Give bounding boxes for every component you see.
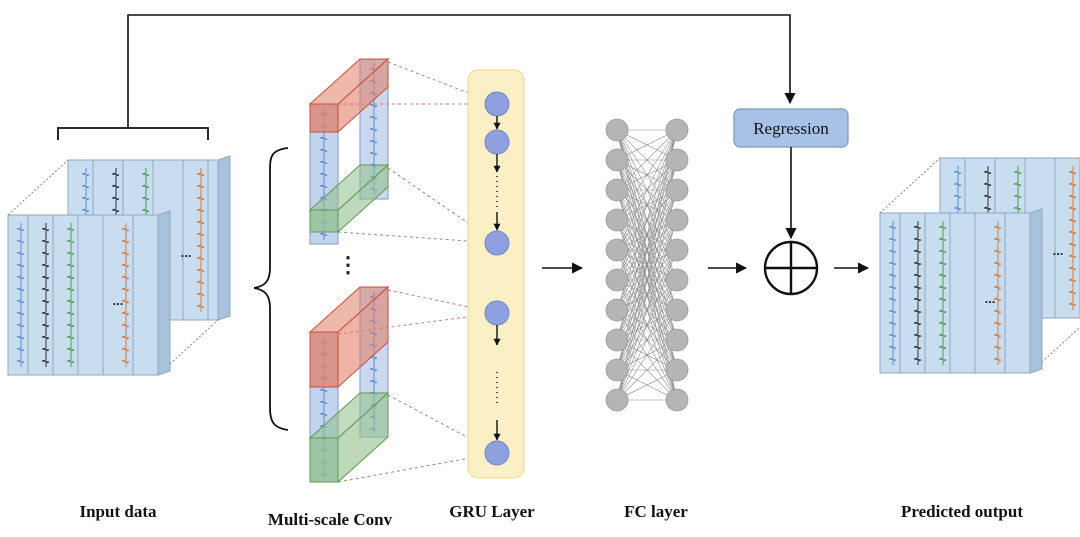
- panel-side: [157, 210, 171, 376]
- fc-node: [605, 358, 629, 382]
- fc-node: [665, 148, 689, 172]
- curly-brace: [253, 147, 289, 431]
- fc-node: [665, 268, 689, 292]
- depth-line: [7, 159, 69, 216]
- signal-trace: [66, 223, 75, 367]
- fc-edge: [616, 339, 678, 401]
- panel-ellipsis: ...: [985, 291, 996, 306]
- fc-edge: [616, 129, 678, 401]
- label-multi-scale-conv: Multi-scale Conv: [268, 510, 393, 529]
- label-gru-layer: GRU Layer: [449, 502, 535, 521]
- signal-trace: [993, 221, 1002, 365]
- signal-trace: [938, 221, 947, 365]
- panel-side: [217, 155, 231, 321]
- fc-node: [605, 178, 629, 202]
- signal-trace: [913, 221, 922, 365]
- gru-band: [467, 69, 525, 479]
- fc-node: [605, 268, 629, 292]
- panel-side: [1029, 208, 1043, 374]
- fc-node: [605, 148, 629, 172]
- signal-trace: [16, 223, 25, 367]
- gru-node: [484, 300, 510, 326]
- skip-connection: [57, 14, 796, 140]
- fc-edge: [616, 129, 678, 251]
- fc-node: [605, 208, 629, 232]
- fc-node: [605, 328, 629, 352]
- fc-node: [665, 388, 689, 412]
- label-predicted-output: Predicted output: [901, 502, 1023, 521]
- fc-node: [605, 388, 629, 412]
- gru-node: [484, 440, 510, 466]
- fc-edge: [616, 129, 678, 191]
- fc-node: [665, 328, 689, 352]
- fc-edge: [616, 279, 678, 401]
- gru-node: [484, 129, 510, 155]
- fc-node: [605, 118, 629, 142]
- signal-trace: [196, 168, 205, 312]
- conv-red-kernel-side: [337, 285, 389, 389]
- label-input-data: Input data: [79, 502, 157, 521]
- gru-node: [484, 230, 510, 256]
- gru-layer: [467, 69, 525, 479]
- panel-ellipsis: ...: [1053, 243, 1064, 258]
- conv-red-kernel-front: [309, 331, 339, 388]
- conv-ellipsis: ⋮: [337, 252, 359, 277]
- regression-box: Regression: [733, 108, 849, 148]
- conv-green-kernel-front: [309, 437, 339, 483]
- fc-edge: [616, 129, 678, 371]
- fc-edge: [616, 309, 678, 401]
- label-fc-layer: FC layer: [624, 502, 688, 521]
- fc-node: [665, 208, 689, 232]
- conv-green-kernel-front: [309, 209, 339, 233]
- fc-node: [665, 178, 689, 202]
- fc-node: [605, 298, 629, 322]
- fc-node: [665, 358, 689, 382]
- fc-node: [665, 298, 689, 322]
- regression-label: Regression: [753, 119, 829, 138]
- depth-line: [879, 157, 941, 214]
- signal-trace: [41, 223, 50, 367]
- signal-trace: [121, 223, 130, 367]
- predicted-output-cube: ......: [879, 157, 1080, 374]
- panel-ellipsis: ...: [181, 245, 192, 260]
- fc-edge: [616, 129, 678, 221]
- conv-green-kernel-side: [337, 163, 389, 234]
- sum-operator-icon: [763, 240, 819, 296]
- fc-edge: [616, 159, 678, 401]
- panel-ellipsis: ...: [113, 293, 124, 308]
- panel-face: [879, 212, 1031, 374]
- gru-node: [484, 91, 510, 117]
- panel-face: [7, 214, 159, 376]
- signal-trace: [888, 221, 897, 365]
- signal-trace: [1068, 166, 1077, 310]
- fc-node: [605, 238, 629, 262]
- conv-red-kernel-front: [309, 103, 339, 133]
- conv-green-kernel-side: [337, 391, 389, 484]
- conv-red-kernel-side: [337, 57, 389, 134]
- fc-layer-network: [605, 118, 689, 412]
- input-data-cube: ......: [7, 155, 231, 376]
- fc-node: [665, 238, 689, 262]
- multi-scale-conv-blocks: ⋮: [308, 57, 498, 484]
- fc-node: [665, 118, 689, 142]
